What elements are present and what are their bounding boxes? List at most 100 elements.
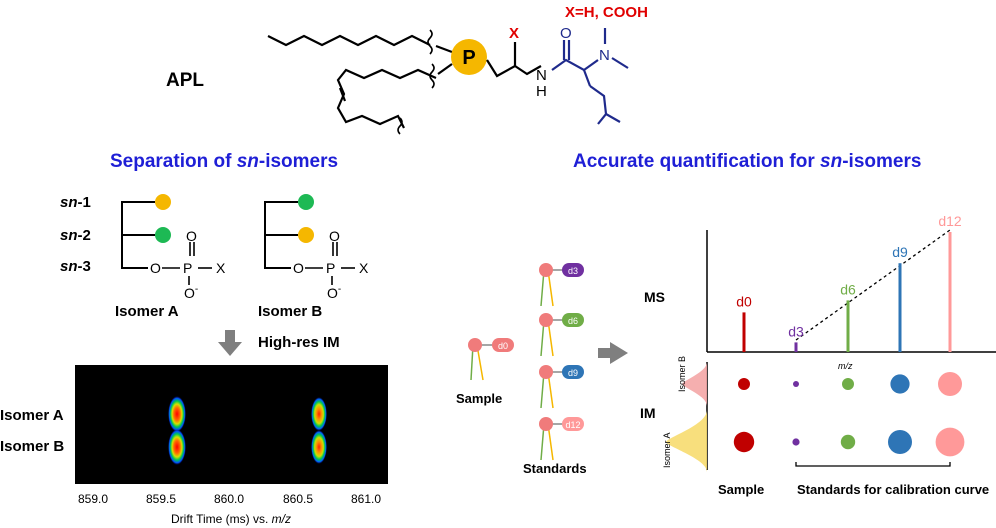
peak-860-6-isomer-b: [168, 429, 186, 465]
sample-glyph: d0 Sample: [456, 338, 514, 406]
lower-fatty-chain: [336, 68, 437, 129]
isomer-b-distribution: [682, 362, 707, 406]
p-headgroup-circle: [451, 39, 487, 75]
bubble-isomer-a-d3: [792, 438, 800, 446]
standards-bracket: [795, 462, 951, 467]
bottom-sample-label: Sample: [718, 482, 764, 497]
standard-d3-tag-label: d3: [568, 266, 578, 276]
n-methyl-2: [611, 57, 629, 69]
ms-bar-label-d0: d0: [736, 293, 752, 309]
isomer-a-distribution: [666, 410, 707, 472]
bubble-isomer-b-d9: [890, 374, 910, 394]
isomer-a-o: O: [150, 260, 161, 276]
bubble-isomer-b-d12: [938, 372, 962, 396]
isomer-b-x: X: [359, 260, 369, 276]
sn-labels: sn-1 sn-2 sn-3: [60, 194, 91, 275]
peak-861-6-isomer-a: [311, 397, 327, 431]
bubble-isomer-b-d3: [793, 381, 799, 387]
standards-glyphs: d3 d6 d9 d12: [539, 263, 584, 461]
ms-bar-label-d9: d9: [892, 244, 908, 260]
isomer-a-p: P: [183, 260, 192, 276]
peak-860-6-isomer-a: [168, 396, 186, 432]
wavy-bond-2: [429, 63, 435, 89]
bubble-isomer-a-d12: [935, 427, 965, 457]
heatmap-background: [75, 365, 388, 484]
isomer-b-top-o: O: [329, 228, 340, 244]
upper-fatty-chain: [267, 34, 431, 47]
heatmap-tick-2: 860.0: [214, 492, 244, 506]
heatmap-tick-0: 859.0: [78, 492, 108, 506]
isomer-a-structure: O P O X O- Isomer A: [115, 194, 226, 320]
isomer-a-x: X: [216, 260, 226, 276]
standard-d9-head-circle: [539, 365, 553, 379]
double-bond-mark: [338, 87, 347, 102]
isomer-b-sn1-circle: [298, 194, 314, 210]
wavy-bond-1: [427, 29, 433, 55]
isobutyl-branch: [605, 113, 621, 123]
p-label: P: [462, 47, 475, 69]
ion-mobility-heatmap: Isomer A Isomer B 859.0 859.5 860.0 860.…: [0, 365, 388, 526]
ms-label: MS: [644, 289, 665, 305]
apl-label: APL: [166, 70, 204, 91]
sample-tag-label: d0: [498, 341, 508, 351]
standard-d6-tag-pill: [562, 313, 584, 327]
sn1-label: sn-1: [60, 194, 91, 211]
isomer-b-axis-label: Isomer B: [677, 356, 687, 392]
isomer-b-sn2-circle: [298, 227, 314, 243]
heatmap-tick-3: 860.5: [283, 492, 313, 506]
peak-861-6-isomer-b: [311, 430, 327, 464]
ms-bar-label-d3: d3: [788, 323, 804, 339]
x-atom: X: [509, 25, 519, 42]
standard-d3-tag-pill: [562, 263, 584, 277]
isomer-b-o: O: [293, 260, 304, 276]
x-substituent-note: X=H, COOH: [565, 4, 648, 21]
isobutyl-chain: [589, 85, 608, 125]
ms-bar-d0: [742, 312, 746, 352]
isomer-a-sn2-circle: [155, 227, 171, 243]
standard-d6-tag-label: d6: [568, 316, 578, 326]
calibration-trend-line: [795, 229, 951, 341]
down-arrow-icon: [218, 342, 242, 356]
standard-d9-tag-pill: [562, 365, 584, 379]
standard-d12-tag-label: d12: [565, 420, 580, 430]
bubble-isomer-a-d9: [888, 430, 912, 454]
sn3-label: sn-3: [60, 258, 91, 275]
standard-d3-head-circle: [539, 263, 553, 277]
heatmap-tick-1: 859.5: [146, 492, 176, 506]
heatmap-row-isomer-b: Isomer B: [0, 438, 64, 455]
mz-label: m/z: [838, 361, 853, 371]
left-panel-title: Separation of sn-isomers: [110, 151, 338, 172]
dimethylamino-n-atom: N: [599, 47, 610, 64]
isomer-b-structure: O P O X O- Isomer B: [258, 194, 369, 320]
isomer-a-top-o: O: [186, 228, 197, 244]
bubble-isomer-a-d6: [840, 434, 856, 450]
heatmap-tick-4: 861.0: [351, 492, 381, 506]
right-panel-title: Accurate quantification for sn-isomers: [573, 151, 921, 172]
ms-bar-d3: [794, 342, 798, 352]
sample-tag-pill: [492, 338, 514, 352]
isomer-b-label: Isomer B: [258, 303, 322, 320]
bond-to-p-upper: [435, 44, 453, 54]
standard-d6-head-circle: [539, 313, 553, 327]
isomer-a-o-minus: O-: [184, 284, 198, 301]
bond-to-p-lower: [437, 63, 453, 75]
heatmap-row-isomer-a: Isomer A: [0, 407, 64, 424]
im-label: IM: [640, 405, 656, 421]
standard-d9-tag-label: d9: [568, 368, 578, 378]
ms-bar-label-d12: d12: [938, 213, 962, 229]
high-res-im-label: High-res IM: [258, 334, 340, 351]
bubble-rows: [733, 372, 965, 457]
heatmap-x-axis-label: Drift Time (ms) vs. m/z: [171, 512, 291, 526]
isomer-b-p: P: [326, 260, 335, 276]
standards-label: Standards: [523, 461, 587, 476]
carbonyl-o-atom: O: [560, 25, 572, 42]
standard-d12-head-circle: [539, 417, 553, 431]
bubble-isomer-b-d0: [738, 378, 750, 390]
wavy-bond-3: [397, 117, 403, 135]
bottom-standards-label: Standards for calibration curve: [797, 482, 989, 497]
isomer-a-sn1-circle: [155, 194, 171, 210]
flow-arrow: [598, 342, 628, 364]
ms-bar-d9: [898, 263, 902, 352]
